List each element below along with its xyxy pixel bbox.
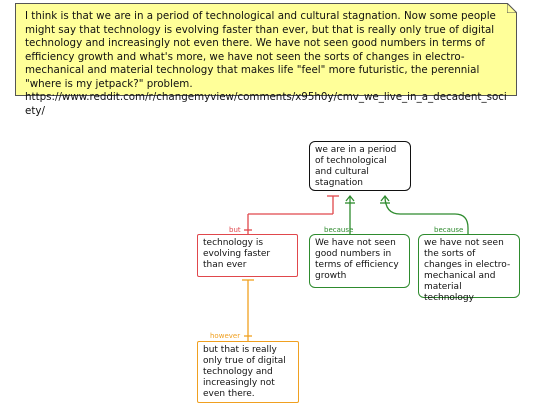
rebuttal-text: but that is really only true of digital … xyxy=(203,345,286,399)
claim-text: we are in a period of technological and … xyxy=(315,145,397,188)
note-fold-corner xyxy=(507,3,517,13)
rebuttal-node[interactable]: but that is really only true of digital … xyxy=(197,341,299,403)
note-text: I think is that we are in a period of te… xyxy=(25,10,507,117)
objection-text: technology is evolving faster than ever xyxy=(203,238,271,270)
source-note: I think is that we are in a period of te… xyxy=(15,3,517,117)
reason-text-efficiency: We have not seen good numbers in terms o… xyxy=(315,238,399,281)
reason-text-technology: we have not seen the sorts of changes in… xyxy=(424,238,511,303)
edge-label-but: but xyxy=(229,226,241,234)
objection-node[interactable]: technology is evolving faster than ever xyxy=(197,234,298,277)
edge-label-however: however xyxy=(210,332,241,340)
edge-label-because-1: because xyxy=(324,226,354,234)
edge-reasons xyxy=(345,194,469,234)
edge-objection xyxy=(244,195,339,234)
edge-rebuttal xyxy=(242,279,254,341)
reason-node-technology[interactable]: we have not seen the sorts of changes in… xyxy=(418,234,520,303)
edge-label-because-2: because xyxy=(434,226,464,234)
reason-node-efficiency[interactable]: We have not seen good numbers in terms o… xyxy=(309,234,410,288)
claim-node[interactable]: we are in a period of technological and … xyxy=(309,141,411,191)
